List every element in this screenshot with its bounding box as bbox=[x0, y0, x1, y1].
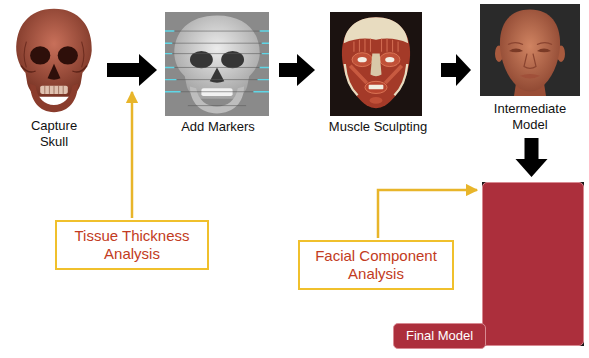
label-area: Intermediate Model bbox=[488, 101, 572, 133]
marked-skull-image-part bbox=[165, 12, 269, 116]
marked-skull-image-part bbox=[201, 88, 232, 96]
muscle-image-part bbox=[385, 57, 394, 62]
marked-skull-image bbox=[165, 12, 269, 116]
skull-image-part bbox=[24, 42, 84, 68]
process-step: Intermediate Model bbox=[476, 4, 584, 133]
intermediate-head-image bbox=[480, 4, 580, 96]
skull-image-part bbox=[30, 46, 50, 64]
analysis-label: Facial Component Analysis bbox=[306, 247, 446, 283]
muscle-image-part bbox=[354, 39, 398, 52]
analysis-box: Tissue Thickness Analysis bbox=[55, 220, 209, 270]
intermediate-head-image-part bbox=[537, 49, 551, 53]
intermediate-head-image-part bbox=[500, 10, 560, 92]
label-badge: Final Model bbox=[393, 323, 486, 349]
marked-skull-image-part bbox=[190, 87, 244, 114]
muscle-image-part bbox=[330, 12, 422, 116]
muscle-image-part bbox=[345, 64, 408, 95]
muscle-image-part bbox=[342, 17, 410, 108]
skull-image-part bbox=[45, 86, 63, 94]
skull-image-part bbox=[48, 64, 61, 80]
muscle-image-part bbox=[370, 97, 383, 104]
image-area bbox=[162, 12, 274, 116]
flow-arrow bbox=[516, 138, 548, 177]
label-area: Add Markers bbox=[163, 119, 273, 135]
label-area: Capture Skull bbox=[18, 118, 90, 150]
marked-skull-image-part bbox=[210, 67, 225, 82]
image-area bbox=[320, 12, 436, 116]
image-area bbox=[6, 5, 102, 115]
marked-skull-image-part bbox=[174, 15, 259, 98]
intermediate-head-image-part bbox=[480, 4, 580, 96]
process-step: Muscle Sculpting bbox=[320, 12, 436, 135]
marked-skull-image-part bbox=[171, 31, 263, 106]
result-step: Final Model bbox=[482, 182, 584, 346]
muscle-image-part bbox=[369, 85, 384, 89]
muscle-image-part bbox=[350, 66, 402, 83]
step-label: Add Markers bbox=[163, 119, 273, 135]
step-label: Muscle Sculpting bbox=[320, 119, 436, 135]
marked-skull-image-part bbox=[165, 31, 269, 92]
process-step: Capture Skull bbox=[6, 5, 102, 150]
process-step: Add Markers bbox=[162, 12, 274, 135]
step-label: Intermediate Model bbox=[488, 101, 572, 133]
skull-image-part bbox=[21, 66, 87, 73]
label-area: Muscle Sculpting bbox=[320, 119, 436, 135]
muscle-image-part bbox=[352, 53, 372, 67]
intermediate-head-image-part bbox=[520, 74, 540, 79]
intermediate-head-image-part bbox=[508, 43, 552, 45]
intermediate-head-image-part bbox=[524, 54, 536, 69]
muscle-image-part bbox=[344, 17, 408, 43]
flow-arrow bbox=[441, 54, 471, 86]
skull-image-part bbox=[58, 46, 78, 64]
muscle-image-part bbox=[370, 54, 381, 77]
image-area bbox=[476, 4, 584, 98]
flow-arrow bbox=[107, 54, 157, 86]
intermediate-head-image-part bbox=[509, 49, 523, 53]
muscle-image-part bbox=[365, 81, 387, 93]
analysis-label: Tissue Thickness Analysis bbox=[63, 227, 201, 263]
muscle-image-part bbox=[358, 57, 367, 62]
muscle-image-part bbox=[380, 53, 400, 67]
step-label: Final Model bbox=[406, 328, 473, 344]
skull-image-part bbox=[30, 84, 78, 112]
analysis-box: Facial Component Analysis bbox=[298, 240, 454, 290]
skull-image-part bbox=[16, 9, 92, 97]
skull-image bbox=[8, 5, 100, 115]
leader-line bbox=[378, 190, 477, 238]
leader-line bbox=[131, 92, 134, 218]
skull-image-part bbox=[40, 86, 68, 94]
step-label: Capture Skull bbox=[18, 118, 90, 150]
flow-arrow bbox=[279, 54, 315, 86]
muscle-image bbox=[330, 12, 422, 116]
final-head-image-part bbox=[482, 182, 584, 346]
